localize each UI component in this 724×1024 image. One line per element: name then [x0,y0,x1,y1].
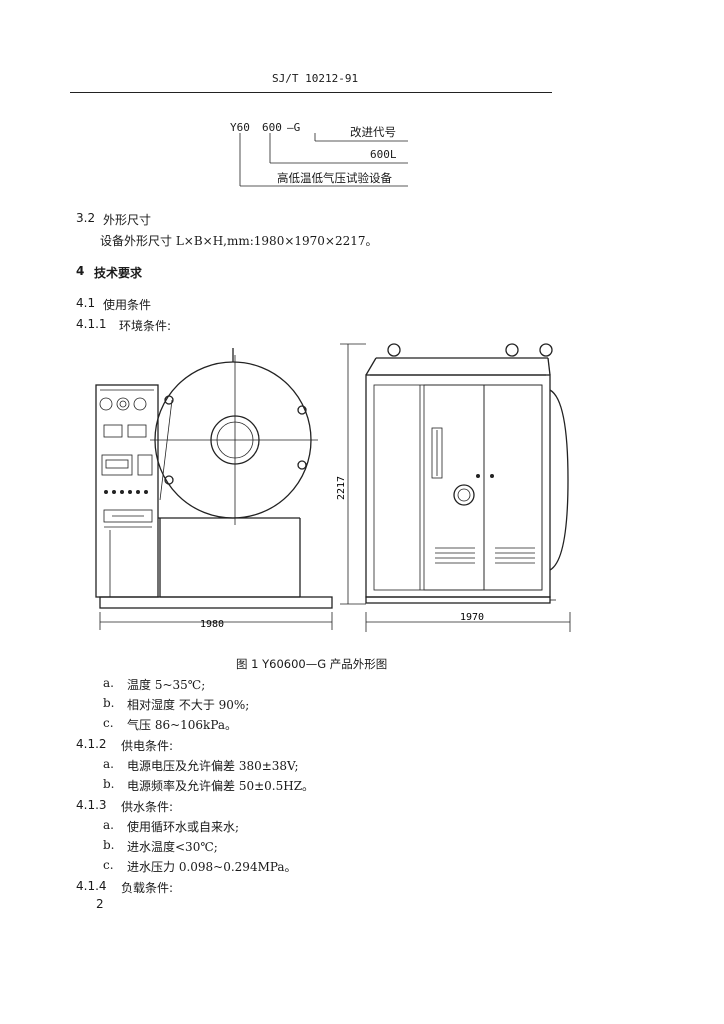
standard-number: SJ/T 10212-91 [272,72,359,85]
section-4-1-2-title: 供电条件: [121,739,174,753]
water-item-marker: a. [103,818,114,832]
door-right [483,384,543,591]
section-4-1-4-number: 4.1.4 [76,879,107,893]
section-4-1-2-number: 4.1.2 [76,737,107,751]
model-prefix: Y60 [230,121,250,134]
lifting-lug-left [387,343,401,357]
door-left [423,384,485,591]
water-item-text: 进水压力 0.098~0.294MPa。 [127,860,297,874]
section-3-2-number: 3.2 [76,211,96,225]
section-3-2-body: 设备外形尺寸 L×B×H,mm:1980×1970×2217。 [100,234,378,248]
figure-caption: 图 1 Y60600—G 产品外形图 [236,657,388,671]
pressure-gauge [453,484,475,506]
section-4-1-number: 4.1 [76,296,96,310]
water-item-marker: b. [103,838,115,852]
label-improvement-code: 改进代号 [350,125,396,139]
water-item-marker: c. [103,858,114,872]
lifting-lug-right [539,343,553,357]
left-view: 1980 [95,348,333,630]
section-3-2-title: 外形尺寸 [103,213,152,227]
header-rule [70,92,552,93]
model-suffix: —G [287,121,301,134]
lifting-lug-mid [505,343,519,357]
section-4-1-4-title: 负载条件: [121,881,174,895]
section-4-1-3-number: 4.1.3 [76,798,107,812]
page-number: 2 [96,897,104,911]
model-capacity: 600 [262,121,282,134]
section-4-title: 技术要求 [94,266,143,280]
power-item-text: 电源频率及允许偏差 50±0.5HZ。 [127,779,315,793]
section-4-1-1-title: 环境条件: [119,319,172,333]
power-item-marker: b. [103,777,115,791]
dim-width-label: 1970 [460,612,484,623]
water-item-text: 使用循环水或自来水; [127,820,240,834]
env-item-text: 相对湿度 不大于 90%; [127,698,250,712]
power-item-marker: a. [103,757,114,771]
env-item-text: 气压 86~106kPa。 [127,718,238,732]
label-equipment: 高低温低气压试验设备 [277,171,392,185]
section-4-1-3-title: 供水条件: [121,800,174,814]
env-item-marker: a. [103,676,114,690]
dim-height-label: 2217 [336,476,347,500]
section-4-1-1-number: 4.1.1 [76,317,107,331]
model-code-leaders [239,133,408,187]
section-4-1-title: 使用条件 [103,298,152,312]
power-item-text: 电源电压及允许偏差 380±38V; [127,759,299,773]
dim-length-label: 1980 [200,619,224,630]
cabinet-front [365,374,551,598]
env-item-text: 温度 5~35℃; [127,678,206,692]
water-item-text: 进水温度<30℃; [127,840,218,854]
env-item-marker: c. [103,716,114,730]
section-4-number: 4 [76,264,85,278]
control-panel [95,384,159,598]
label-volume: 600L [370,148,397,161]
right-view: 2217 1970 [336,343,571,632]
env-item-marker: b. [103,696,115,710]
